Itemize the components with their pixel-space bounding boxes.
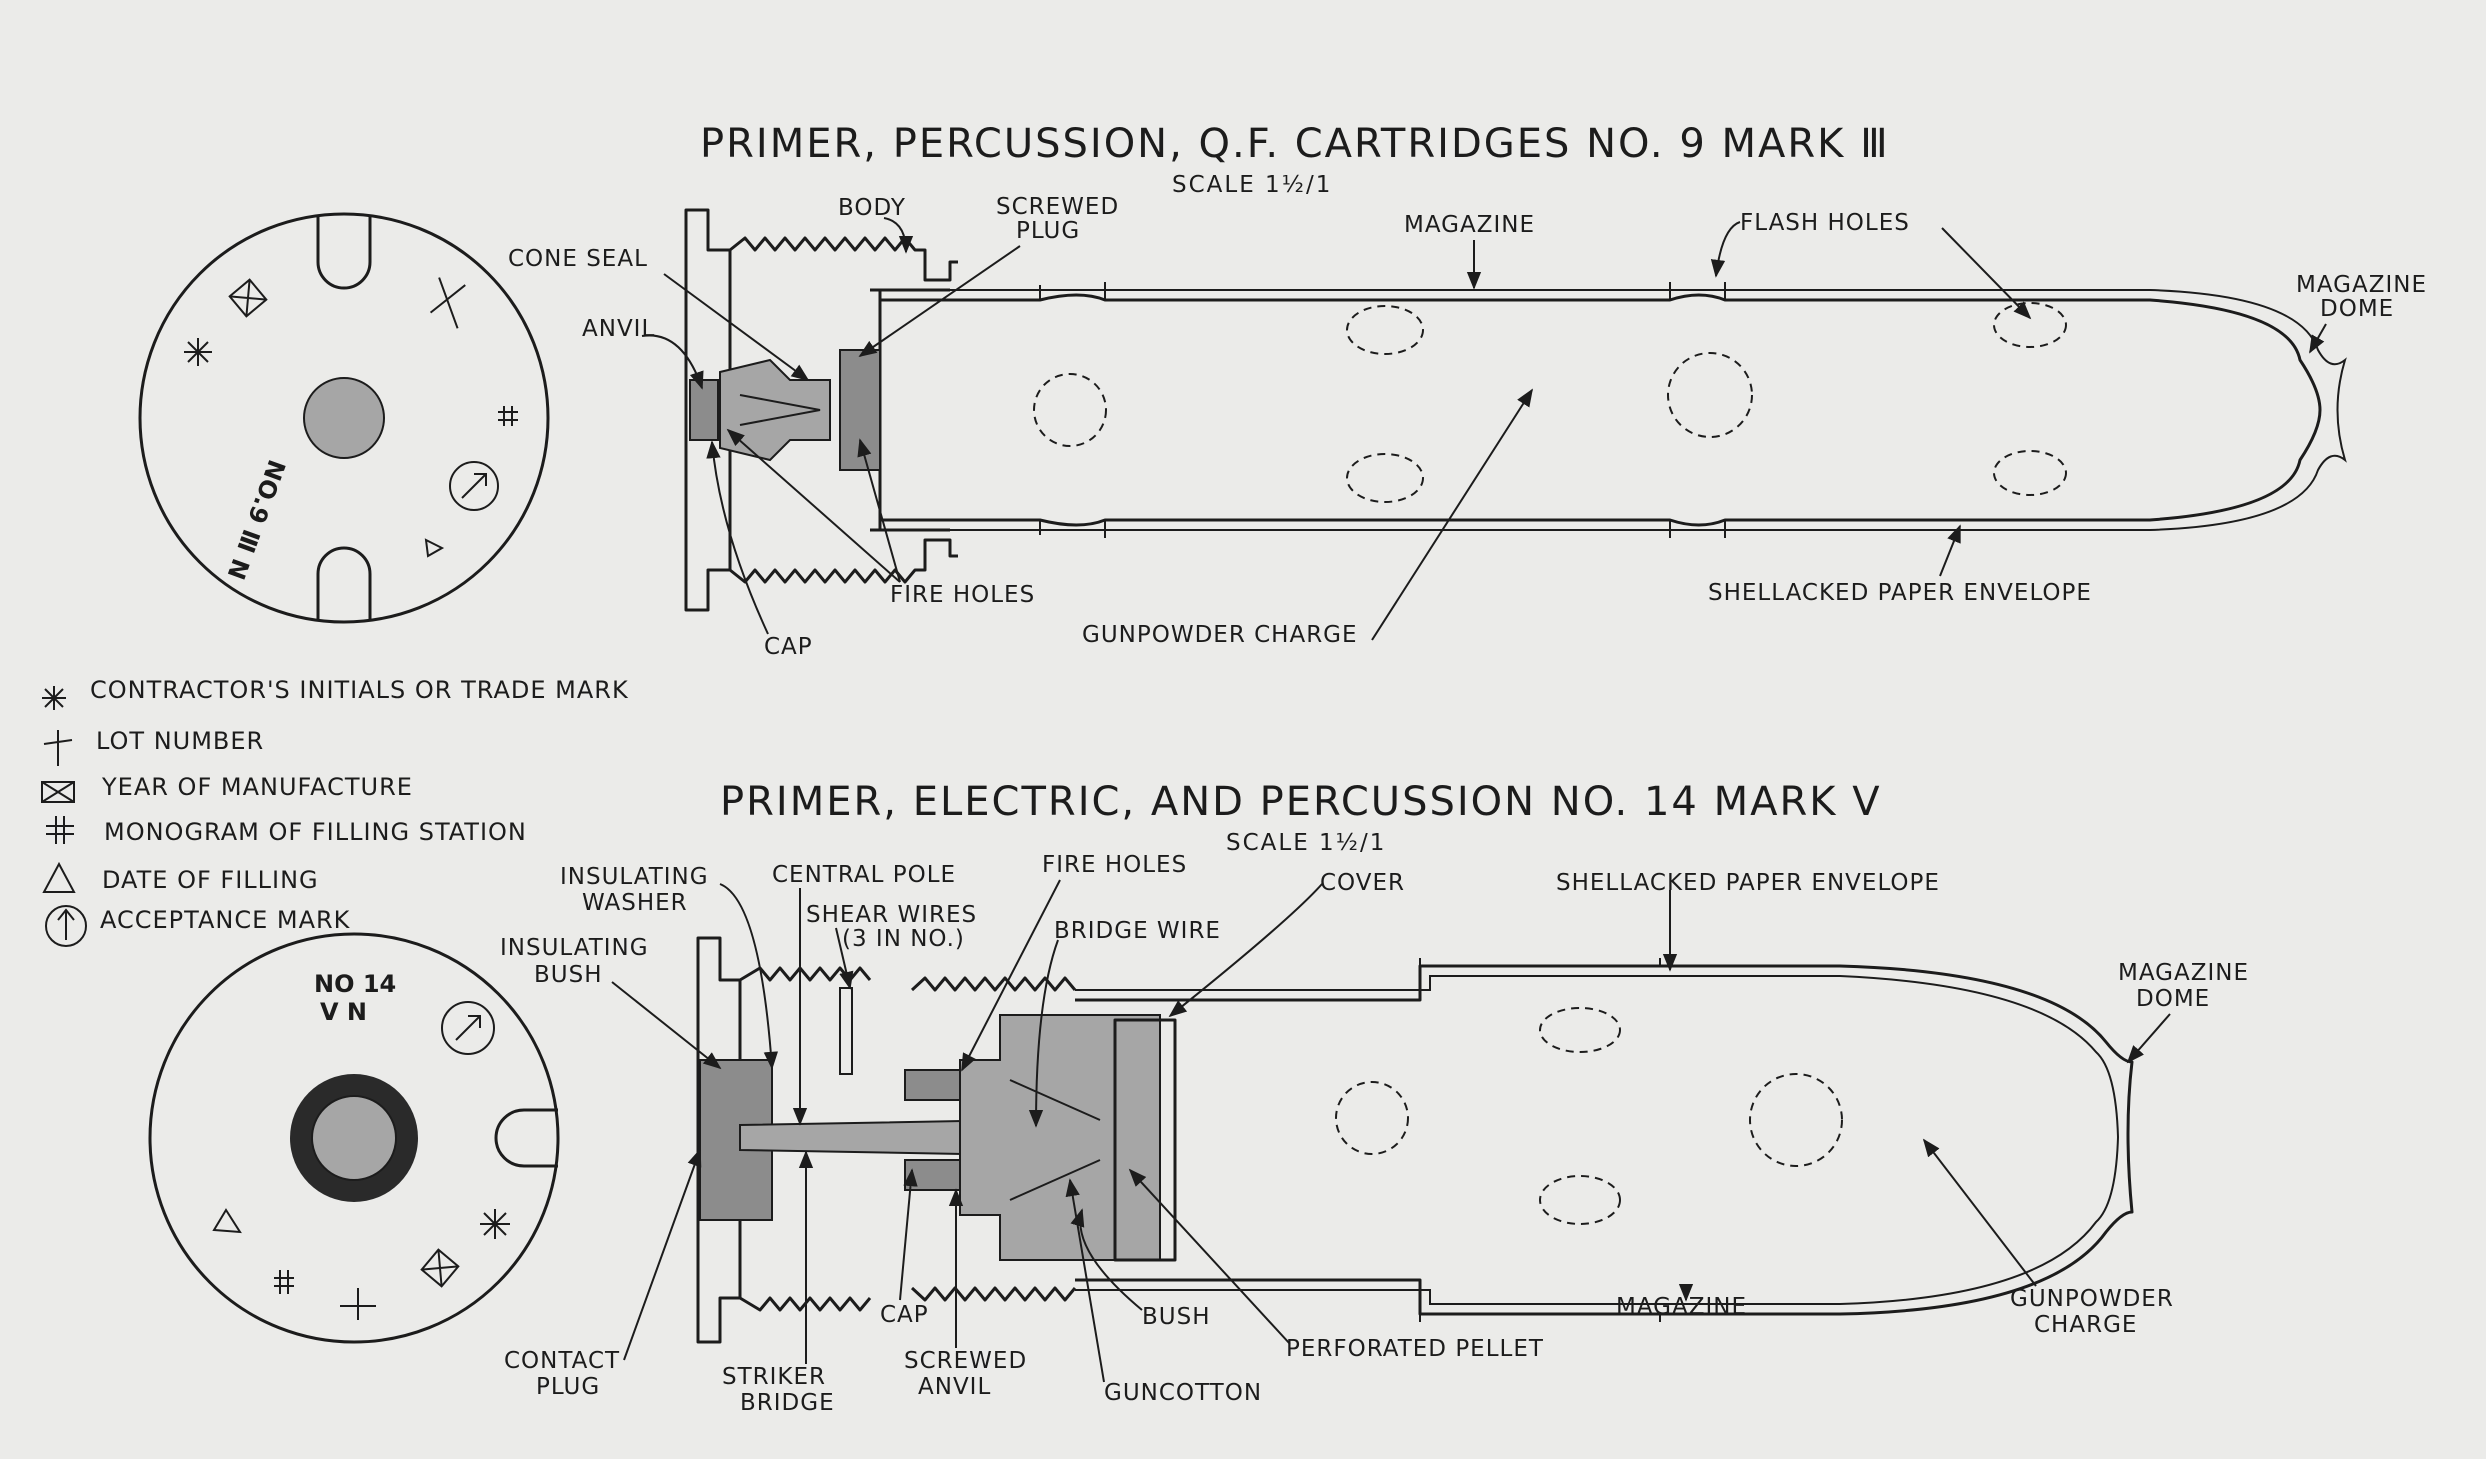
broad-arrow-icon — [441, 1001, 495, 1055]
cross-icon — [340, 1288, 376, 1320]
primer-no9-labels: BODY SCREWED PLUG CONE SEAL ANVIL MAGAZI… — [508, 194, 2427, 660]
label-shellacked-paper-envelope: SHELLACKED PAPER ENVELOPE — [1708, 580, 2092, 606]
label-guncotton: GUNCOTTON — [1104, 1380, 1262, 1406]
primer-no14-scale: SCALE 1½/1 — [1226, 830, 1386, 856]
label-screwed-plug-2: PLUG — [1016, 218, 1080, 244]
primer-no9-title: PRIMER, PERCUSSION, Q.F. CARTRIDGES NO. … — [700, 121, 1890, 167]
label-shear-wires-1: SHEAR WIRES — [806, 902, 977, 928]
label-fire-holes-no14: FIRE HOLES — [1042, 852, 1187, 878]
broad-arrow-icon — [449, 461, 499, 511]
label-magazine-dome-2: DOME — [2320, 296, 2394, 322]
label-insulating-bush-1: INSULATING — [500, 935, 649, 961]
label-magazine-dome-1: MAGAZINE — [2296, 272, 2427, 298]
svg-text:ACCEPTANCE MARK: ACCEPTANCE MARK — [100, 906, 351, 934]
triangle-icon — [424, 538, 445, 558]
primer-no9-scale: SCALE 1½/1 — [1172, 172, 1332, 198]
primer-no14-title: PRIMER, ELECTRIC, AND PERCUSSION NO. 14 … — [720, 779, 1882, 825]
svg-text:DATE OF FILLING: DATE OF FILLING — [102, 866, 319, 894]
label-screwed-anvil-2: ANVIL — [918, 1374, 991, 1400]
label-anvil: ANVIL — [582, 316, 655, 342]
label-magazine-dome-no14-1: MAGAZINE — [2118, 960, 2249, 986]
label-magazine-no14: MAGAZINE — [1616, 1294, 1747, 1320]
label-flash-holes: FLASH HOLES — [1740, 210, 1910, 236]
svg-text:MONOGRAM OF FILLING STATION: MONOGRAM OF FILLING STATION — [104, 818, 527, 846]
broad-arrow-icon — [45, 905, 87, 947]
label-contact-plug-2: PLUG — [536, 1374, 600, 1400]
label-cap-no14: CAP — [880, 1302, 929, 1328]
legend-item: LOT NUMBER — [43, 727, 264, 766]
legend-item: CONTRACTOR'S INITIALS OR TRADE MARK — [42, 676, 629, 710]
label-fire-holes: FIRE HOLES — [890, 582, 1035, 608]
label-body: BODY — [838, 195, 906, 221]
label-gunpowder-charge: GUNPOWDER CHARGE — [1082, 622, 1358, 648]
label-bridge-wire: BRIDGE WIRE — [1054, 918, 1221, 944]
label-gunpowder-charge-no14-2: CHARGE — [2034, 1312, 2137, 1338]
legend-item: ACCEPTANCE MARK — [45, 905, 351, 947]
hash-star-icon — [498, 406, 518, 426]
triangle-icon — [42, 861, 76, 893]
label-striker-bridge-1: STRIKER — [722, 1364, 826, 1390]
crossed-box-icon — [420, 1248, 460, 1288]
label-screwed-plug-1: SCREWED — [996, 194, 1119, 220]
label-magazine-dome-no14-2: DOME — [2136, 986, 2210, 1012]
label-gunpowder-charge-no14-1: GUNPOWDER — [2010, 1286, 2174, 1312]
primer-no14-section: PRIMER, ELECTRIC, AND PERCUSSION NO. 14 … — [148, 779, 2249, 1416]
cross-icon — [43, 730, 73, 766]
asterisk-icon — [184, 338, 212, 366]
crossed-box-icon — [228, 278, 268, 318]
legend-item: YEAR OF MANUFACTURE — [41, 773, 413, 803]
hash-star-icon — [274, 1270, 294, 1294]
label-screwed-anvil-1: SCREWED — [904, 1348, 1027, 1374]
label-shear-wires-2: (3 IN NO.) — [842, 926, 965, 952]
primer-no9-cross-section — [684, 208, 2347, 612]
cross-icon — [429, 277, 466, 329]
primer-no14-base-view: NO 14 Ⅴ N — [148, 932, 560, 1344]
label-striker-bridge-2: BRIDGE — [740, 1390, 835, 1416]
svg-text:LOT NUMBER: LOT NUMBER — [96, 727, 264, 755]
triangle-icon — [212, 1208, 242, 1234]
label-insulating-bush-2: BUSH — [534, 962, 603, 988]
label-bush: BUSH — [1142, 1304, 1211, 1330]
primer-no9-base-view: NO.9 Ⅲ N — [138, 212, 550, 624]
primer-no9-base-marking: NO.9 Ⅲ N — [222, 456, 291, 583]
hash-star-icon — [46, 816, 74, 844]
asterisk-icon — [480, 1209, 510, 1239]
label-insulating-washer-2: WASHER — [582, 890, 688, 916]
primer-no14-base-marking-1: NO 14 — [314, 970, 396, 998]
primer-no14-cross-section — [696, 936, 2134, 1344]
legend-item: DATE OF FILLING — [42, 861, 319, 894]
legend-item: MONOGRAM OF FILLING STATION — [46, 816, 527, 846]
label-perforated-pellet: PERFORATED PELLET — [1286, 1336, 1544, 1362]
asterisk-icon — [42, 686, 66, 710]
primer-no14-base-marking-2: Ⅴ N — [320, 998, 367, 1026]
svg-text:YEAR OF MANUFACTURE: YEAR OF MANUFACTURE — [101, 773, 413, 801]
label-magazine: MAGAZINE — [1404, 212, 1535, 238]
marking-legend: CONTRACTOR'S INITIALS OR TRADE MARK LOT … — [41, 676, 629, 947]
label-contact-plug-1: CONTACT — [504, 1348, 620, 1374]
label-cap: CAP — [764, 634, 813, 660]
primer-no14-labels: INSULATING WASHER CENTRAL POLE FIRE HOLE… — [500, 852, 2249, 1416]
label-cover: COVER — [1320, 870, 1405, 896]
svg-text:CONTRACTOR'S INITIALS OR TRADE: CONTRACTOR'S INITIALS OR TRADE MARK — [90, 676, 629, 704]
label-central-pole: CENTRAL POLE — [772, 862, 956, 888]
primer-no9-section: PRIMER, PERCUSSION, Q.F. CARTRIDGES NO. … — [138, 121, 2427, 660]
label-insulating-washer-1: INSULATING — [560, 864, 709, 890]
crossed-box-icon — [41, 781, 75, 803]
label-shellacked-paper-envelope-no14: SHELLACKED PAPER ENVELOPE — [1556, 870, 1940, 896]
label-cone-seal: CONE SEAL — [508, 246, 648, 272]
